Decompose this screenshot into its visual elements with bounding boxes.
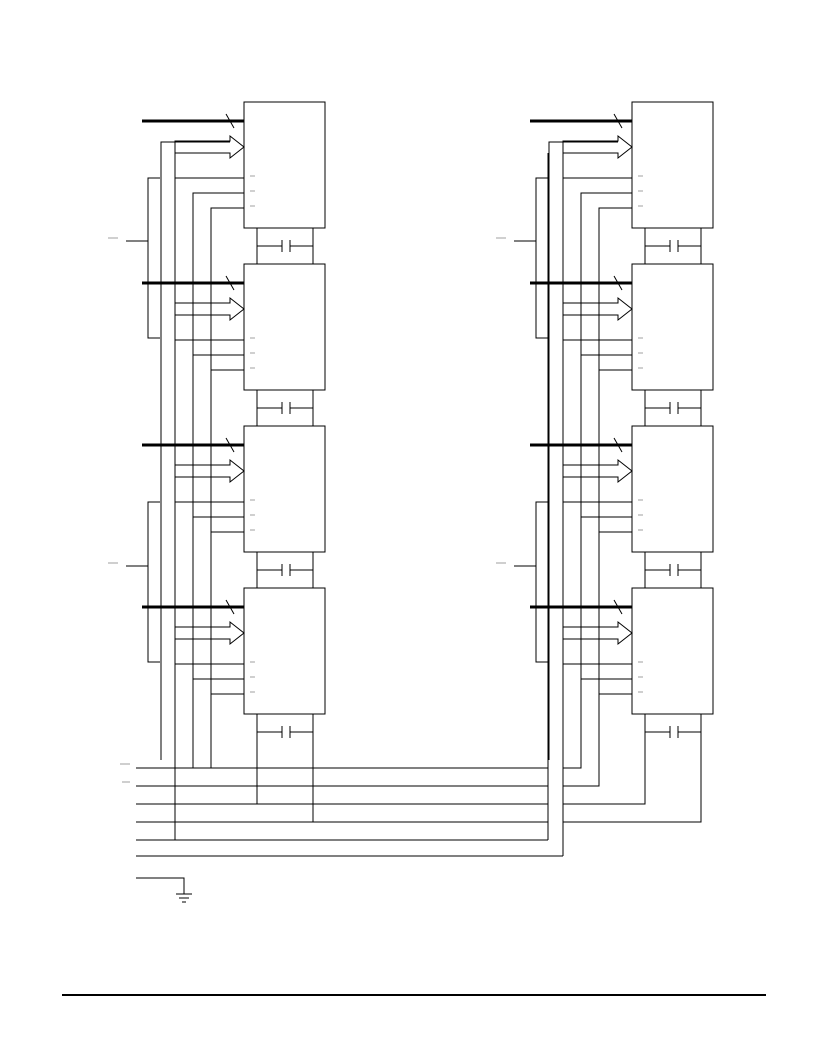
power-return [563, 750, 646, 805]
chip-select-bracket [147, 501, 160, 663]
address-bus-arrow [174, 134, 245, 160]
memory-chip [243, 587, 326, 715]
chip-select-bracket [535, 501, 548, 663]
memory-chip [243, 425, 326, 553]
ground-symbol [136, 877, 192, 903]
address-bus-arrow [562, 296, 633, 322]
ground-return [563, 750, 702, 823]
control-return [563, 193, 582, 769]
address-bus-arrow [174, 458, 245, 484]
bus-width-slash [613, 275, 623, 291]
bus-width-slash [225, 599, 235, 615]
memory-chip [243, 263, 326, 391]
address-trunk-inner [174, 152, 230, 840]
right-chip-bank [496, 101, 714, 840]
bus-width-slash [613, 113, 623, 129]
address-trunk-inner [562, 152, 618, 840]
memory-chip [631, 263, 714, 391]
chip-select-bracket [147, 177, 160, 339]
address-trunk-outer [160, 141, 230, 760]
bus-width-slash [225, 113, 235, 129]
address-bus-arrow [562, 134, 633, 160]
chip-select-bracket [535, 177, 548, 339]
control-trunk [210, 207, 244, 768]
control-trunk [192, 192, 244, 768]
left-chip-bank [108, 101, 326, 840]
memory-chip [631, 101, 714, 229]
memory-chip [243, 101, 326, 229]
common-bus-lines [120, 142, 702, 857]
bus-width-slash [613, 437, 623, 453]
address-bus-arrow [562, 620, 633, 646]
ground-lead [136, 877, 185, 894]
address-bus-arrow [562, 458, 633, 484]
address-bus-arrow [174, 296, 245, 322]
memory-chip [631, 425, 714, 553]
address-bus-arrow [174, 620, 245, 646]
bus-width-slash [225, 275, 235, 291]
control-trunk [580, 192, 632, 768]
memory-chip [631, 587, 714, 715]
address-trunk-outer [548, 141, 618, 760]
bus-width-slash [225, 437, 235, 453]
control-return [563, 208, 600, 787]
bus-width-slash [613, 599, 623, 615]
control-trunk [598, 207, 632, 768]
